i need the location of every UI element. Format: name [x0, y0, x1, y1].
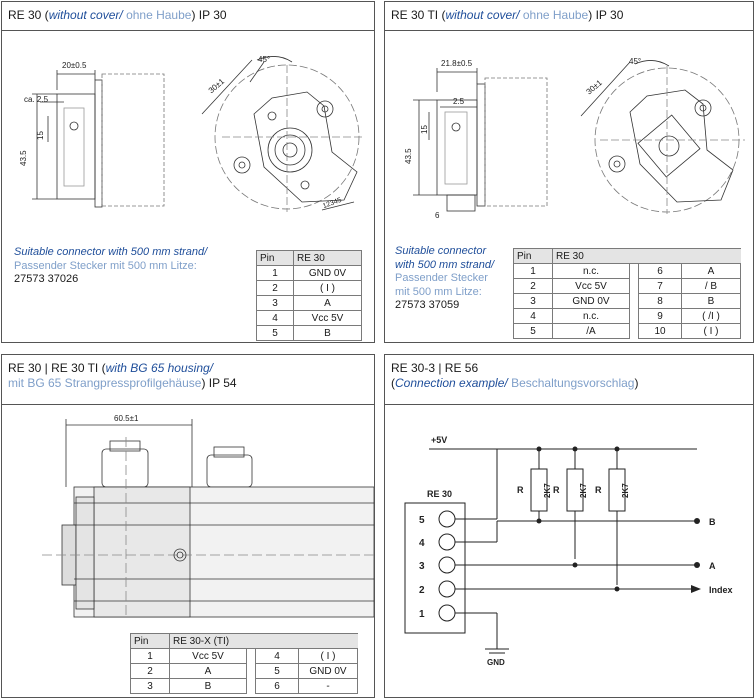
dim-offset: ca. 2.5 — [24, 95, 49, 104]
panel-connection-example: RE 30-3 | RE 56 (Connection example/ Bes… — [384, 354, 754, 698]
panel-title: RE 30 | RE 30 TI (with BG 65 housing/ mi… — [2, 355, 374, 405]
connector-note: Suitable connector with 500 mm strand/ P… — [395, 245, 495, 311]
vcc-label: +5V — [431, 435, 447, 445]
panel-bg65-housing: RE 30 | RE 30 TI (with BG 65 housing/ mi… — [1, 354, 375, 698]
dim-height: 43.5 — [19, 150, 28, 166]
dim-width: 21.8±0.5 — [441, 59, 473, 68]
resistor-1-label: R — [517, 485, 524, 495]
gnd-label: GND — [487, 658, 505, 667]
output-b-label: B — [709, 517, 716, 527]
bg65-housing-drawing: 60.5±1 — [42, 414, 374, 618]
output-index-label: Index — [709, 585, 733, 595]
pin-4-label: 4 — [419, 538, 425, 549]
dim-15: 15 — [420, 125, 429, 134]
pin-1-label: 1 — [419, 609, 425, 620]
dim-width: 60.5±1 — [114, 414, 139, 423]
dim-15: 15 — [36, 131, 45, 140]
table-row: 2( I ) — [256, 280, 362, 296]
resistor-1-value: 2K7 — [543, 483, 552, 498]
pin-2-label: 2 — [419, 585, 425, 596]
pin-3-label: 3 — [419, 561, 425, 572]
resistor-2-value: 2K7 — [579, 483, 588, 498]
table-header: Pin RE 30 — [513, 248, 741, 264]
resistor-3-label: R — [595, 485, 602, 495]
dim-6: 6 — [435, 211, 440, 220]
connection-schematic: +5V RE 30 5 4 3 2 1 R R R 2K7 2K7 2K7 B … — [404, 435, 733, 667]
panel-re30-ti: RE 30 TI (without cover/ ohne Haube) IP … — [384, 1, 754, 343]
connector-note: Suitable connector with 500 mm strand/ P… — [14, 246, 208, 285]
dim-offset: 2.5 — [453, 97, 465, 106]
block-label: RE 30 — [427, 489, 452, 499]
output-a-label: A — [709, 561, 716, 571]
resistor-3-value: 2K7 — [621, 483, 630, 498]
dim-angle: 45° — [258, 55, 270, 64]
dim-angle: 45° — [629, 57, 641, 66]
panel-title: RE 30 (without cover/ ohne Haube) IP 30 — [2, 2, 374, 31]
resistor-2-label: R — [553, 485, 560, 495]
table-header: Pin RE 30 — [256, 250, 362, 266]
re30-dimension-drawing: 20±0.5 ca. 2.5 15 43.5 45° 30±1 12345 — [19, 55, 362, 212]
panel-title: RE 30 TI (without cover/ ohne Haube) IP … — [385, 2, 753, 31]
dim-dia: 30±1 — [207, 76, 227, 95]
pin-numbers-label: 12345 — [322, 197, 343, 210]
panel-re30: RE 30 (without cover/ ohne Haube) IP 30 — [1, 1, 375, 343]
dim-height: 43.5 — [404, 148, 413, 164]
dim-width: 20±0.5 — [62, 61, 87, 70]
table-header: Pin RE 30-X (TI) — [130, 633, 358, 649]
pin-5-label: 5 — [419, 515, 425, 526]
panel-title: RE 30-3 | RE 56 (Connection example/ Bes… — [385, 355, 753, 405]
re30-ti-dimension-drawing: 21.8±0.5 2.5 15 43.5 6 45° 30±1 — [404, 57, 745, 220]
